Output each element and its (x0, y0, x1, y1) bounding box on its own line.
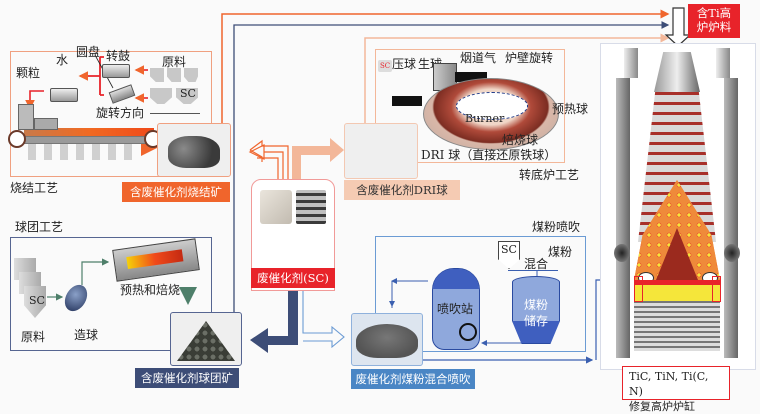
hearth-iron (634, 285, 720, 301)
pellet-sc-label: SC (29, 294, 45, 307)
pellet-raw-hoppers (14, 258, 46, 320)
sinter-ore-lumps (168, 136, 220, 168)
redacted-block-1 (455, 72, 487, 82)
frame-left (616, 78, 630, 358)
sinter-to-furnace-line (221, 9, 670, 152)
sinter-process-box (10, 51, 212, 177)
catalyst-pellets-image (260, 190, 292, 224)
coal-storage-label-1: 煤粉 (524, 298, 549, 312)
coal-storage-tank (512, 276, 560, 344)
granule-label: 颗粒 (16, 66, 41, 80)
windboxes (28, 144, 138, 160)
tuyere-left (614, 244, 630, 262)
coal-process-box (375, 236, 586, 352)
mix-label: 混合 (524, 257, 549, 271)
burner-label: Burner (465, 112, 505, 125)
coal-powder-pile (356, 324, 418, 358)
drum-label: 转鼓 (106, 49, 131, 63)
hearth-bottom (634, 301, 720, 351)
wheel-left-icon (8, 130, 26, 148)
dri-to-furnace-line (364, 33, 670, 132)
rotation-direction-label: 旋转方向 (96, 106, 145, 120)
disc-label: 圆盘 (76, 45, 101, 59)
catalyst-to-pellet-arrow (250, 288, 298, 353)
rhf-hearth-inner (456, 92, 528, 120)
press-ball-label: 压球 (392, 57, 417, 71)
feed-hopper (18, 104, 34, 130)
injection-station-label: 喷吹站 (437, 302, 474, 316)
preheat-roast-label: 预热和焙烧 (120, 283, 181, 297)
hearth-slag (634, 280, 720, 285)
furnace-top (654, 52, 700, 92)
rhf-section-title: 转底炉工艺 (519, 168, 580, 182)
coal-sc-label: SC (501, 243, 517, 256)
sinter-product-tag: 含废催化剂烧结矿 (122, 182, 230, 202)
pellet-section-title: 球团工艺 (15, 220, 64, 234)
furnace-note-box: TiC, TiN, Ti(C, N) 修复高炉炉缸 (622, 366, 730, 413)
sinter-bed (24, 128, 154, 136)
uptake-right (716, 48, 730, 78)
balling-label: 造球 (74, 328, 99, 342)
rhf-process-box (375, 49, 565, 163)
redacted-block-2 (392, 96, 422, 106)
coal-powder-label: 煤粉 (548, 245, 573, 259)
furnace-feed-tag: 含Ti高 炉炉料 (688, 4, 740, 38)
injection-station-tank (432, 268, 480, 350)
rotary-valve-icon (459, 323, 477, 341)
raw-hoppers-icon (150, 68, 198, 82)
catalyst-to-sinter-arrow (248, 144, 284, 185)
frame-right (724, 78, 738, 358)
furnace-feed-tag-line1: 含Ti高 (696, 6, 732, 20)
pellet-process-box (10, 237, 212, 351)
uptake-left (624, 48, 638, 78)
tuyere-right (724, 244, 740, 262)
sinter-equipment (8, 104, 172, 162)
hopper-base-line (150, 113, 200, 114)
pellet-to-furnace-line (233, 21, 670, 318)
pellet-product-tag: 含废催化剂球团矿 (135, 368, 239, 388)
mixer-drum-icon (50, 88, 78, 102)
catalyst-honeycomb-image (296, 190, 326, 224)
preheat-ball-label: 预热球 (552, 102, 589, 116)
ignition-hood (34, 118, 58, 130)
coal-storage-label-2: 储存 (524, 314, 549, 328)
water-label: 水 (56, 53, 69, 67)
sinter-ore-image (157, 123, 231, 177)
dri-ball-label: DRI 球（直接还原铁球） (421, 148, 557, 162)
furnace-note-line2: 修复高炉炉缸 (629, 400, 695, 413)
furnace-feed-tag-line2: 炉炉料 (696, 20, 732, 34)
repair-zone-right (712, 276, 721, 302)
repair-zone-left (634, 276, 643, 302)
pellet-pile (177, 321, 235, 361)
catalyst-tag: 废催化剂(SC) (251, 268, 335, 288)
catalyst-to-coal-arrow (302, 288, 345, 349)
sinter-strand (12, 136, 152, 144)
pellet-arrow-2 (81, 258, 110, 285)
sinter-raw-label: 原料 (162, 55, 187, 69)
blast-furnace (612, 48, 742, 366)
coal-product-tag: 废催化剂煤粉混合喷吹 (351, 369, 475, 389)
wall-rotate-label: 炉壁旋转 (505, 51, 554, 65)
sc-hopper-icon (498, 241, 520, 269)
dri-product-tag: 含废催化剂DRI球 (344, 180, 460, 200)
roast-ball-label: 焙烧球 (502, 133, 539, 147)
feed-down-arrow (664, 7, 692, 47)
coal-powder-image (351, 313, 423, 366)
coal-section-title: 煤粉喷吹 (532, 220, 581, 234)
sinter-section-title: 烧结工艺 (10, 181, 59, 195)
rhf-sc-icon: SC (378, 60, 393, 72)
sinter-sc-label: SC (180, 87, 196, 100)
furnace-note-line1: TiC, TiN, Ti(C, N) (629, 370, 709, 398)
drum-icon (102, 64, 130, 78)
pellet-raw-label: 原料 (21, 330, 46, 344)
catalyst-to-dri-arrow (292, 138, 344, 185)
sc-hoppers-icon (150, 88, 198, 104)
dri-ball-image (344, 123, 418, 179)
pellet-ore-image (170, 312, 242, 366)
flue-gas-label: 烟道气 (460, 51, 497, 65)
mix-line (508, 270, 558, 271)
